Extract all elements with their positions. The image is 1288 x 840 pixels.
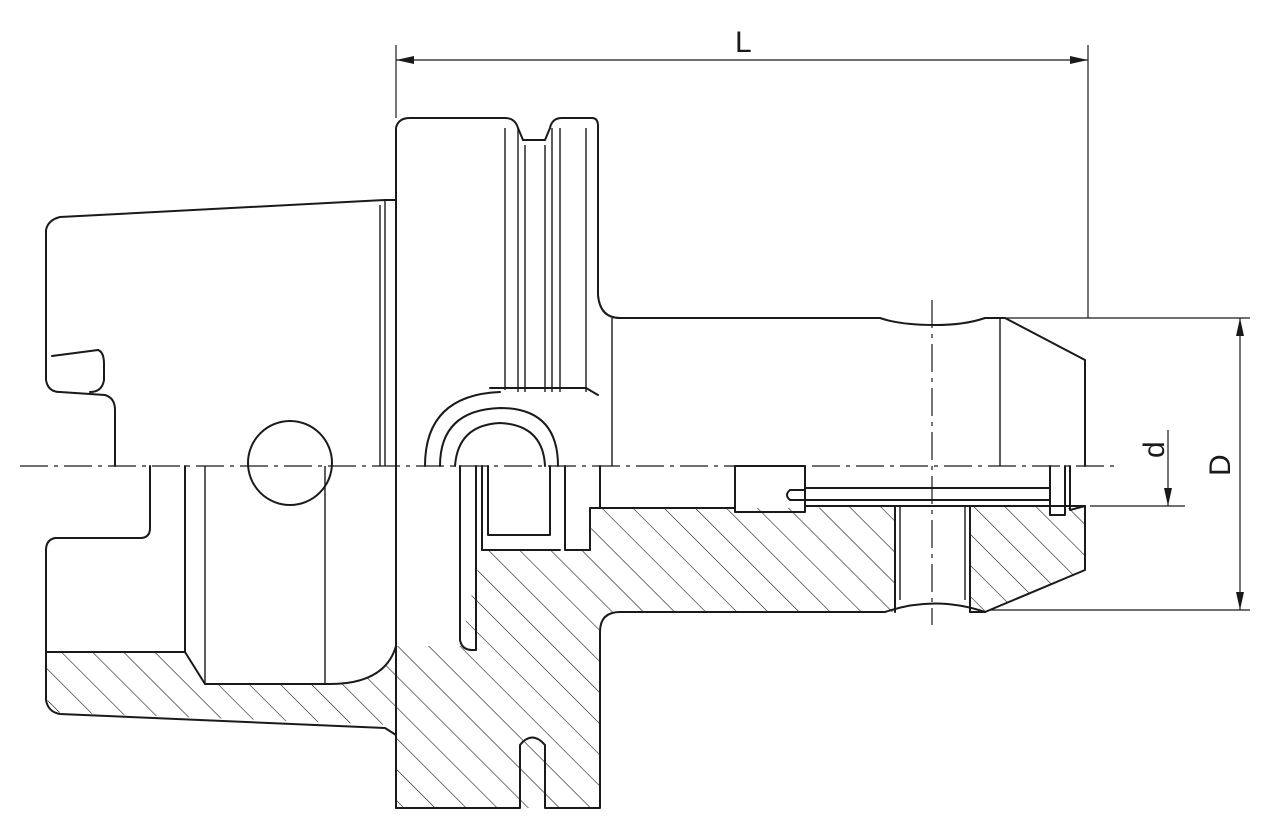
dimension-label-bore: d: [1138, 441, 1171, 458]
hatch-shank-flange: [46, 646, 396, 725]
part-outline: [45, 117, 1086, 809]
cross-hole: [247, 420, 333, 506]
clamp-bolt-arc-inner: [439, 407, 559, 467]
dimension-L: L: [395, 26, 1089, 318]
shank-upper-outline: [45, 199, 386, 467]
clamp-bolt-arc-outer: [424, 391, 501, 467]
dimension-label-outer: D: [1204, 454, 1237, 476]
shank-drive-slot: [51, 349, 105, 393]
dimension-label-length: L: [735, 26, 752, 59]
flange-outline: [384, 117, 1086, 467]
center-lines: [20, 300, 1120, 625]
dimension-D: D: [990, 317, 1250, 611]
inner-bore-lower: [184, 465, 397, 685]
dimension-d: d: [1090, 430, 1185, 507]
shank-lower-outline: [45, 465, 886, 809]
hatch-nose: [970, 506, 1085, 612]
section-hatching: [46, 506, 1085, 808]
hatch-body-lower: [396, 506, 895, 808]
